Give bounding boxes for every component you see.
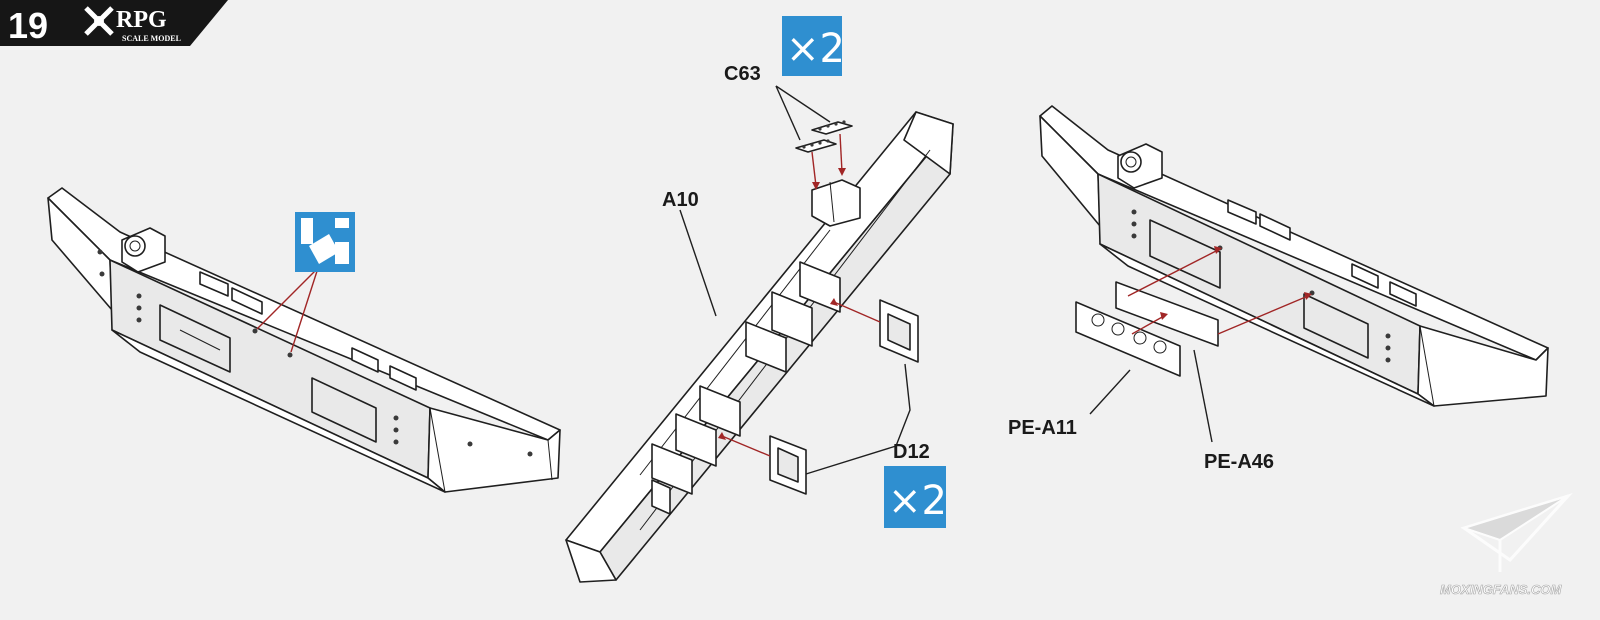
watermark: MOXINGFANS.COM — [1440, 492, 1573, 597]
brand-name: RPG — [116, 7, 167, 33]
brand-logo-icon — [84, 6, 114, 36]
right-bumper-cutout-2 — [1303, 293, 1369, 359]
brand-subtitle: SCALE MODEL — [122, 34, 181, 43]
pe-a46-leader — [1193, 349, 1213, 443]
a10-block-1 — [799, 261, 841, 313]
a10-leader — [679, 209, 717, 317]
a10-shackle-mount — [811, 179, 861, 227]
label-c63: C63 — [724, 63, 761, 85]
left-bumper-assembly — [47, 187, 561, 493]
left-bumper-cutout-2 — [311, 377, 377, 443]
paper-plane-icon — [1460, 492, 1573, 572]
c63-quantity: ×2 — [786, 26, 845, 72]
left-bumper-underside — [111, 329, 446, 493]
d12-quantity-badge: ×2 — [884, 466, 947, 528]
label-a10: A10 — [662, 189, 699, 211]
center-bumper-assembly — [565, 111, 954, 583]
drill-hole-marker-1 — [252, 328, 258, 334]
c63-part-2 — [795, 139, 837, 153]
watermark-text: MOXINGFANS.COM — [1440, 582, 1563, 597]
right-bumper-cutout-1 — [1149, 219, 1221, 289]
label-pe-a11: PE-A11 — [1008, 417, 1077, 439]
left-bumper-cutout-1 — [159, 304, 231, 373]
d12-parts — [718, 298, 919, 495]
label-d12: D12 — [893, 441, 930, 463]
right-bumper-underside — [1099, 243, 1435, 407]
a10-top-end — [903, 111, 954, 175]
right-bumper-assembly — [1039, 105, 1549, 407]
pe-a11-plate — [1075, 301, 1181, 377]
a10-end-face — [565, 539, 617, 583]
c63-part-1 — [811, 121, 853, 135]
drill-hole-marker-2 — [287, 352, 293, 358]
label-pe-a46: PE-A46 — [1204, 451, 1274, 473]
pe-parts — [1075, 246, 1312, 443]
step-number: 19 — [8, 5, 48, 46]
c63-parts — [775, 85, 853, 190]
pe-a11-leader — [1089, 369, 1131, 415]
drill-hole-icon — [295, 212, 355, 272]
d12-quantity: ×2 — [888, 478, 947, 524]
step-header: 19 RPG SCALE MODEL — [0, 0, 228, 46]
c63-quantity-badge: ×2 — [782, 16, 845, 76]
